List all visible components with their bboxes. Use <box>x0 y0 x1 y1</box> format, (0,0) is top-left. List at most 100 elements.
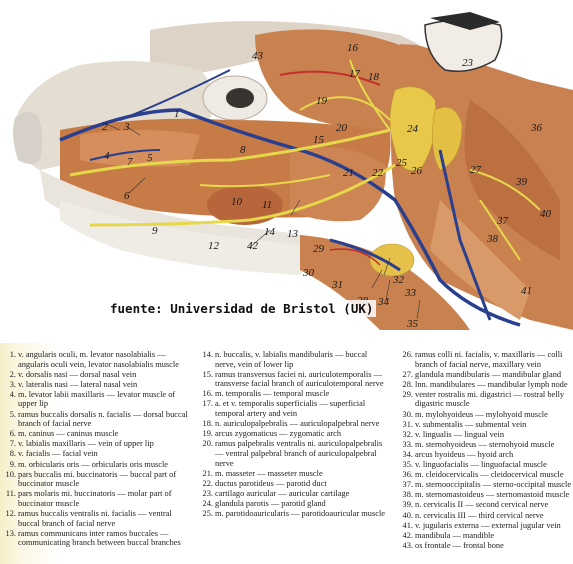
legend-number: 18. <box>202 419 213 429</box>
legend-number: 34. <box>402 449 413 459</box>
figure-label-30: 30 <box>302 267 315 279</box>
legend-entry: 23.cartilago auricular — auricular carti… <box>200 489 388 499</box>
figure-label-31: 31 <box>331 279 343 291</box>
figure-label-23: 23 <box>462 57 474 69</box>
legend-number: 7. <box>9 439 16 449</box>
figure-label-40: 40 <box>540 208 552 220</box>
legend-entry: 33.m. sternohyoideus — sternohyoid muscl… <box>400 440 572 450</box>
figure-label-34: 34 <box>377 296 390 308</box>
legend-number: 25. <box>202 509 213 518</box>
legend-text: mandibula — mandible <box>415 530 495 540</box>
figure-label-16: 16 <box>347 42 359 54</box>
legend-number: 37. <box>402 480 413 490</box>
legend-text: arcus zygomaticus — zygomatic arch <box>215 429 342 439</box>
legend-text: ramus palpebralis ventralis ni. auriculo… <box>215 439 383 468</box>
figure-label-29: 29 <box>313 243 325 255</box>
legend-text: lnn. mandibulares — mandibular lymph nod… <box>415 379 568 389</box>
figure-label-41: 41 <box>521 285 532 297</box>
figure-label-7: 7 <box>127 156 133 168</box>
legend-text: v. jugularis externa — external jugular … <box>415 520 561 530</box>
legend-entry: 37.m. sternooccipitalis — sterno-occipit… <box>400 480 572 490</box>
legend-number: 16. <box>202 389 213 399</box>
legend-number: 24. <box>202 498 213 508</box>
legend-entry: 30.m. mylohyoideus — mylohyoid muscle <box>400 410 572 420</box>
legend-number: 9. <box>9 459 16 469</box>
figure-label-3: 3 <box>123 121 130 133</box>
legend-entry: 7.v. labialis maxillaris — vein of upper… <box>3 439 191 449</box>
legend-number: 4. <box>9 389 16 399</box>
figure-label-26: 26 <box>411 165 423 177</box>
legend-entry: 2.v. dorsalis nasi — dorsal nasal vein <box>3 370 191 380</box>
legend-entry: 10.pars buccalis mi. buccinatoris — bucc… <box>3 470 191 489</box>
figure-label-10: 10 <box>231 196 243 208</box>
legend-entry: 16.m. temporalis — temporal muscle <box>200 389 388 399</box>
source-credit: fuente: Universidad de Bristol (UK) <box>107 300 377 317</box>
legend-number: 35. <box>402 460 413 470</box>
legend-text: ramus communicans inter ramos buccales —… <box>18 528 181 548</box>
figure-label-35: 35 <box>406 318 419 330</box>
legend-entry: 19.arcus zygomaticus — zygomatic arch <box>200 429 388 439</box>
legend-number: 6. <box>9 429 16 439</box>
legend-entry: 17.a. et v. temporalis superficialis — s… <box>200 399 388 418</box>
figure-label-4: 4 <box>104 150 110 162</box>
legend-number: 13. <box>5 528 16 538</box>
legend-entry: 14.n. buccalis, v. labialis mandibularis… <box>200 350 388 369</box>
legend-column-2: 14.n. buccalis, v. labialis mandibularis… <box>200 350 388 519</box>
figure-label-19: 19 <box>316 95 328 107</box>
legend-entry: 13.ramus communicans inter ramos buccale… <box>3 529 191 548</box>
legend-text: arcus hyoideus — hyoid arch <box>415 449 514 459</box>
legend-entry: 34.arcus hyoideus — hyoid arch <box>400 450 572 460</box>
legend-text: a. et v. temporalis superficialis — supe… <box>215 399 366 419</box>
figure-label-36: 36 <box>530 122 543 134</box>
legend-number: 38. <box>402 490 413 500</box>
figure-label-6: 6 <box>124 190 130 202</box>
legend-number: 31. <box>402 419 413 429</box>
legend-number: 42. <box>402 530 413 540</box>
legend-number: 43. <box>402 540 413 550</box>
legend-number: 21. <box>202 468 213 478</box>
legend-entry: 35.v. linguofacialis — linguofacial musc… <box>400 460 572 470</box>
legend-text: v. angularis oculi, m. levator nasolabia… <box>18 350 179 369</box>
legend-column-3: 26.ramus colli ni. facialis, v. maxillar… <box>400 350 572 551</box>
legend-number: 10. <box>5 469 16 479</box>
figure-label-12: 12 <box>208 240 220 252</box>
legend-text: v. lingualis — lingual vein <box>415 429 505 439</box>
legend-number: 17. <box>202 399 213 409</box>
legend-number: 29. <box>402 389 413 399</box>
legend-entry: 27.glandula mandibularis — mandibular gl… <box>400 370 572 380</box>
legend-number: 11. <box>5 489 16 499</box>
legend-entry: 39.n. cervicalis II — second cervical ne… <box>400 500 572 510</box>
figure-label-14: 14 <box>264 226 276 238</box>
figure-label-20: 20 <box>336 122 348 134</box>
legend-text: m. sternomastoideus — sternomastoid musc… <box>415 490 570 500</box>
legend-number: 12. <box>5 509 16 518</box>
legend-number: 19. <box>202 429 213 439</box>
legend-entry: 28.lnn. mandibulares — mandibular lymph … <box>400 380 572 390</box>
legend-entry: 25.m. parotidoauricularis — parotidoauri… <box>200 509 388 519</box>
legend-text: venter rostralis mi. digastrici — rostra… <box>415 389 565 409</box>
legend-number: 15. <box>202 369 213 379</box>
legend-entry: 8.v. facialis — facial vein <box>3 449 191 459</box>
legend-number: 5. <box>9 409 16 419</box>
figure-label-33: 33 <box>404 287 417 299</box>
figure-label-1: 1 <box>174 108 180 120</box>
legend-text: m. sternohyoideus — sternohyoid muscle <box>415 439 555 449</box>
legend-entry: 40.n. cervicalis III — third cervical ne… <box>400 511 572 521</box>
legend-number: 14. <box>202 350 213 359</box>
dog-head-dissection: 1 2 3 4 5 6 7 8 9 10 11 12 13 14 15 16 1… <box>13 12 573 330</box>
legend-text: pars buccalis mi. buccinatoris — buccal … <box>18 469 177 489</box>
figure-label-25: 25 <box>396 157 408 169</box>
legend-number: 40. <box>402 510 413 520</box>
legend-entry: 20.ramus palpebralis ventralis ni. auric… <box>200 439 388 468</box>
legend-text: v. labialis maxillaris — vein of upper l… <box>18 439 154 449</box>
legend-number: 22. <box>202 478 213 488</box>
legend-text: v. linguofacialis — linguofacial muscle <box>415 460 547 470</box>
figure-label-37: 37 <box>496 215 509 227</box>
legend-text: v. facialis — facial vein <box>18 449 98 459</box>
legend-text: os frontale — frontal bone <box>415 540 504 550</box>
figure-label-21: 21 <box>343 167 354 179</box>
figure-label-13: 13 <box>287 228 299 240</box>
legend-number: 30. <box>402 409 413 419</box>
figure-label-24: 24 <box>407 123 419 135</box>
legend-entry: 15.ramus transversus faciei ni. auriculo… <box>200 370 388 389</box>
